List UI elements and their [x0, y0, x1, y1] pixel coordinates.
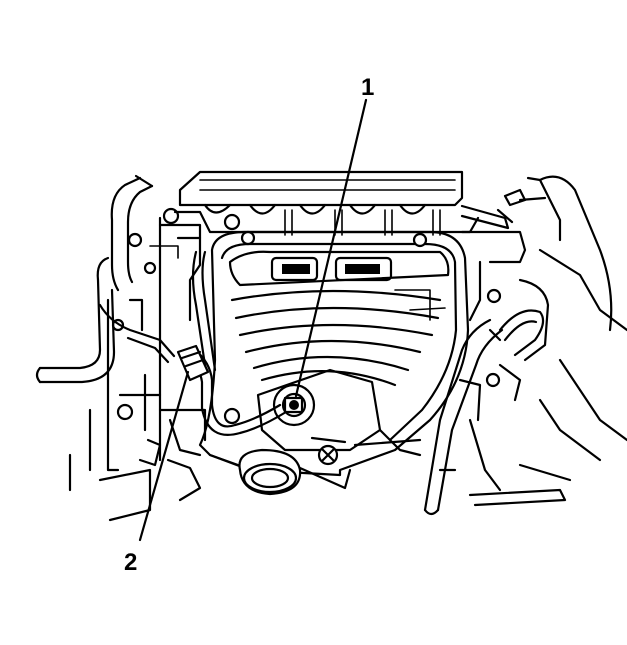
left-engine-block [35, 174, 207, 522]
sensor-harness [98, 250, 288, 436]
right-side-components [353, 175, 627, 516]
leader-line-2 [138, 370, 190, 542]
leader-line-1 [294, 98, 368, 398]
oil-pan [198, 230, 470, 496]
callout-label-1: 1 [361, 74, 374, 101]
callout-label-2: 2 [124, 549, 137, 576]
callout-leaders [138, 98, 368, 542]
cylinder-head [162, 170, 527, 236]
